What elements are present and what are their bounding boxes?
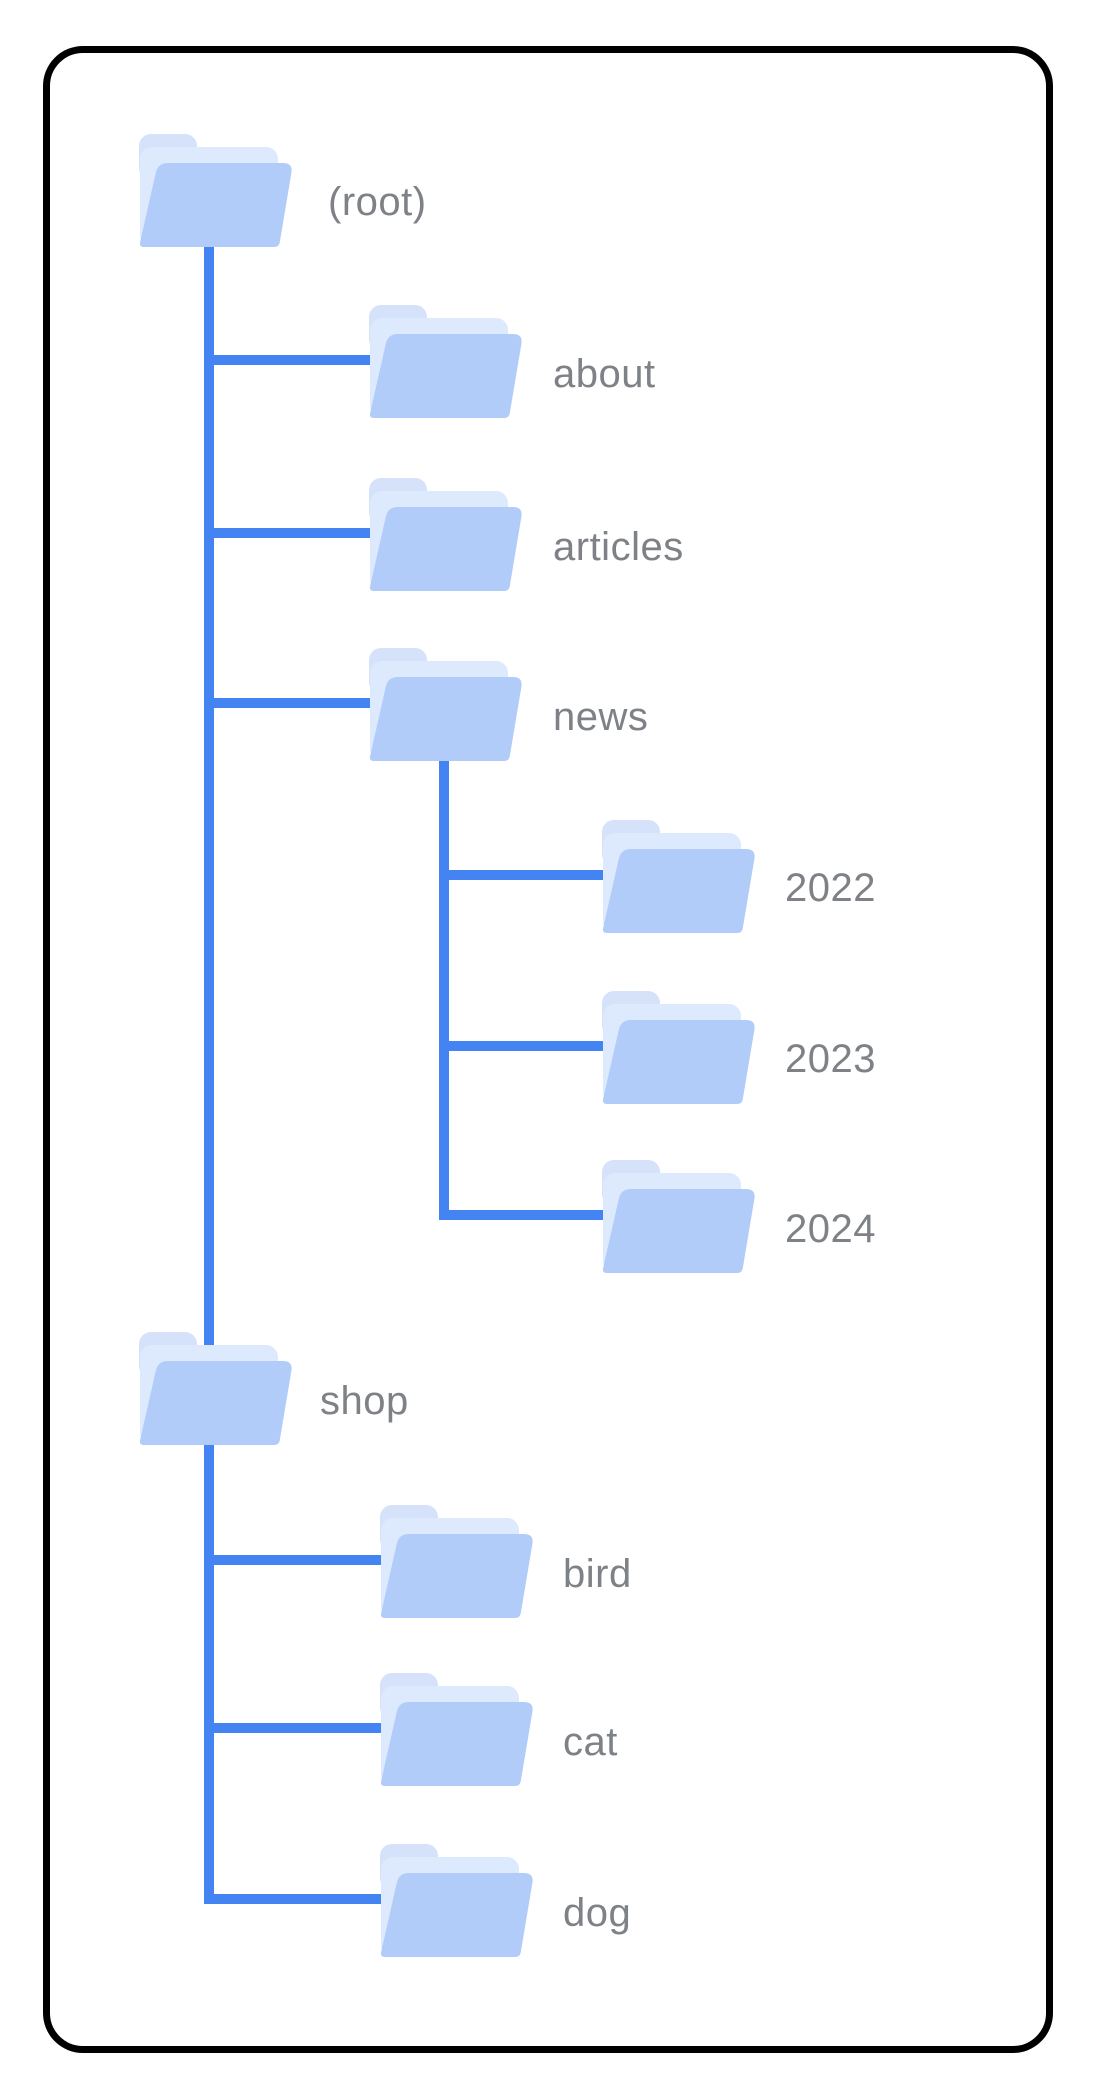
- folder-label-articles: articles: [553, 525, 684, 569]
- site-structure-card: [43, 46, 1053, 2053]
- folder-label-about: about: [553, 352, 656, 396]
- folder-label-cat: cat: [563, 1720, 618, 1764]
- folder-label-2022: 2022: [785, 866, 876, 910]
- folder-label-dog: dog: [563, 1891, 632, 1935]
- folder-label-bird: bird: [563, 1552, 632, 1596]
- folder-label-shop: shop: [320, 1379, 409, 1423]
- folder-label-root: (root): [328, 180, 427, 224]
- folder-label-news: news: [553, 695, 649, 739]
- folder-label-2024: 2024: [785, 1207, 876, 1251]
- folder-label-2023: 2023: [785, 1037, 876, 1081]
